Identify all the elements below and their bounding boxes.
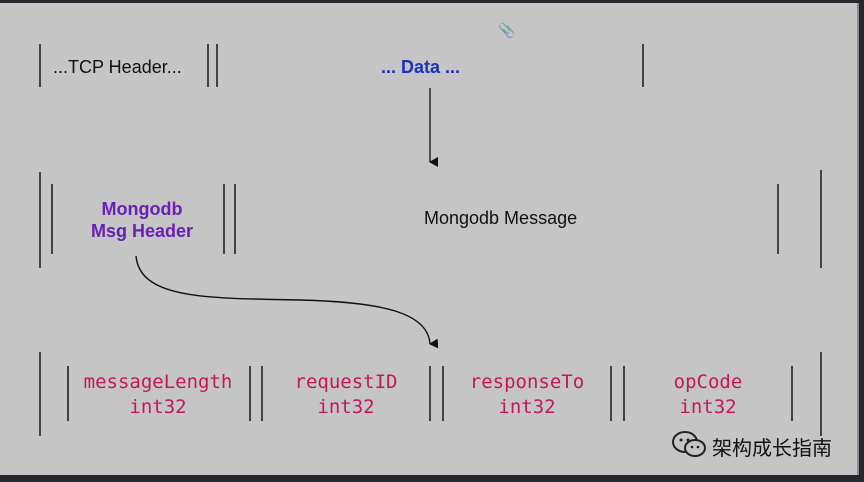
row3-separators: [39, 352, 822, 436]
header-line1: Mongodb: [101, 199, 183, 219]
field-type: int32: [317, 396, 375, 418]
field-type: int32: [679, 396, 737, 418]
watermark-text: 架构成长指南: [712, 438, 832, 460]
watermark: 架构成长指南: [672, 428, 847, 462]
field-name: requestID: [294, 371, 398, 393]
wechat-icon: [672, 431, 706, 457]
field-type: int32: [129, 396, 187, 418]
field-name: responseTo: [469, 371, 585, 393]
field-name: messageLength: [83, 371, 233, 393]
field-type: int32: [498, 396, 556, 418]
field-response-to: responseTo int32: [437, 370, 617, 420]
paperclip-icon: 📎: [498, 22, 516, 38]
field-message-length: messageLength int32: [68, 370, 248, 420]
field-name: opCode: [673, 371, 743, 393]
row1-separators: [39, 44, 644, 87]
row2-separators: [39, 170, 822, 268]
field-op-code: opCode int32: [618, 370, 798, 420]
mongodb-message-label: Mongodb Message: [424, 208, 578, 228]
header-to-fields-arrow: [135, 255, 439, 349]
header-line2: Msg Header: [90, 221, 194, 241]
tcp-header-label: ...TCP Header...: [53, 57, 182, 77]
field-request-id: requestID int32: [256, 370, 436, 420]
mongodb-msg-header-label: Mongodb Msg Header: [62, 198, 222, 242]
data-label: ... Data ...: [381, 57, 461, 77]
